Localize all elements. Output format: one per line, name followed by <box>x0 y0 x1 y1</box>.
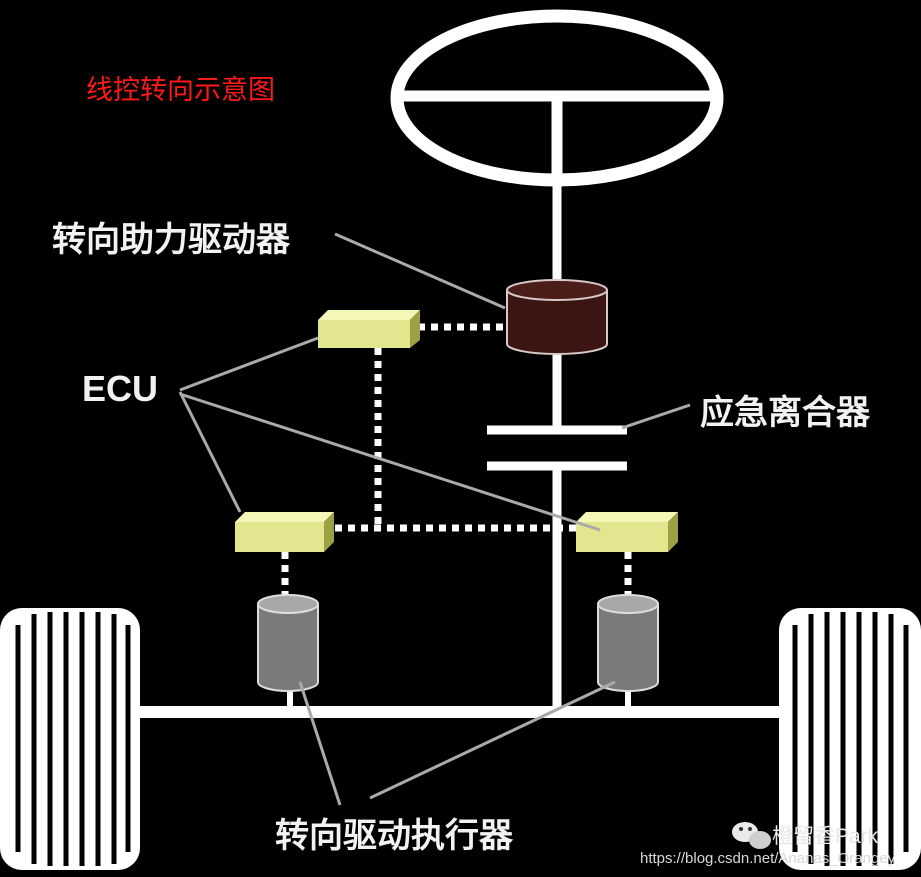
steering-actuator-left <box>257 594 319 692</box>
ecu-box-right <box>576 512 678 552</box>
ecu-box-top <box>318 310 420 348</box>
ecu-box-left <box>235 512 334 552</box>
label-steering-actuator: 转向驱动执行器 <box>275 816 513 856</box>
power-assist-actuator <box>506 279 608 355</box>
leader-lines <box>178 232 691 806</box>
diagram-title: 线控转向示意图 <box>86 75 275 106</box>
steering-rack <box>138 690 781 718</box>
wheel-left <box>0 608 140 870</box>
watermark-url: https://blog.csdn.net/Ananas_Orangey <box>640 850 896 867</box>
emergency-clutch <box>487 425 627 471</box>
steering-actuator-right <box>597 594 659 692</box>
watermark-brand: 橙留香Park <box>772 825 879 848</box>
label-ecu: ECU <box>82 368 159 409</box>
wheel-right <box>779 608 921 870</box>
signal-wires <box>281 323 632 596</box>
wechat-icon <box>732 822 771 849</box>
steering-wheel <box>390 9 724 187</box>
label-emergency-clutch: 应急离合器 <box>700 393 870 433</box>
label-power-assist-actuator: 转向助力驱动器 <box>52 220 290 260</box>
